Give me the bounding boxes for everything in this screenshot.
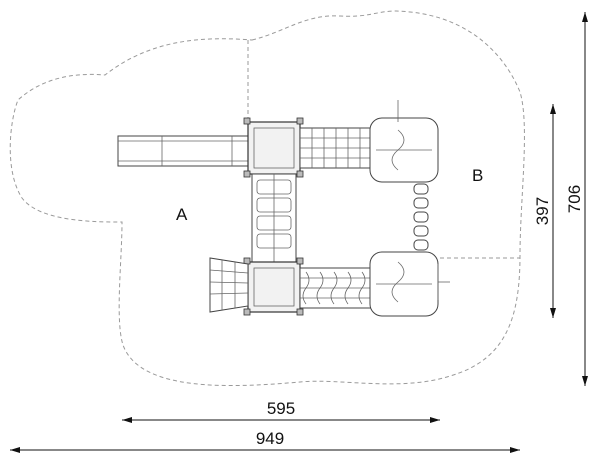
dimension-width-inner: 595 [122,399,440,423]
safety-zone-outline [9,10,525,387]
slide-chute [117,135,249,167]
dimension-height-outer-label: 706 [565,185,584,213]
platform-top-right [369,100,439,183]
dimension-height-outer: 706 [565,12,588,386]
zone-label-a: A [176,205,188,224]
tower-bottom-deck [247,261,301,313]
dimension-width-outer-label: 949 [256,429,284,448]
slide [117,135,249,167]
dimension-height-inner-label: 397 [533,197,552,225]
safety-zone [9,10,525,387]
tower-top-deck [247,121,301,175]
tower-bottom [243,257,304,316]
bridge-vertical [251,173,297,263]
zone-label-b: B [472,166,483,185]
net-ladder-frame [209,257,249,313]
dimension-width-outer: 949 [10,429,520,453]
dimension-width-inner-label: 595 [267,399,295,418]
dimension-height-inner: 397 [533,104,556,318]
platform-bottom-right [369,251,450,317]
tower-top [243,117,304,178]
climbing-net-top [299,127,373,169]
stepping-column [413,183,429,251]
net-ladder [209,257,249,313]
climbing-net-bottom [299,267,373,309]
